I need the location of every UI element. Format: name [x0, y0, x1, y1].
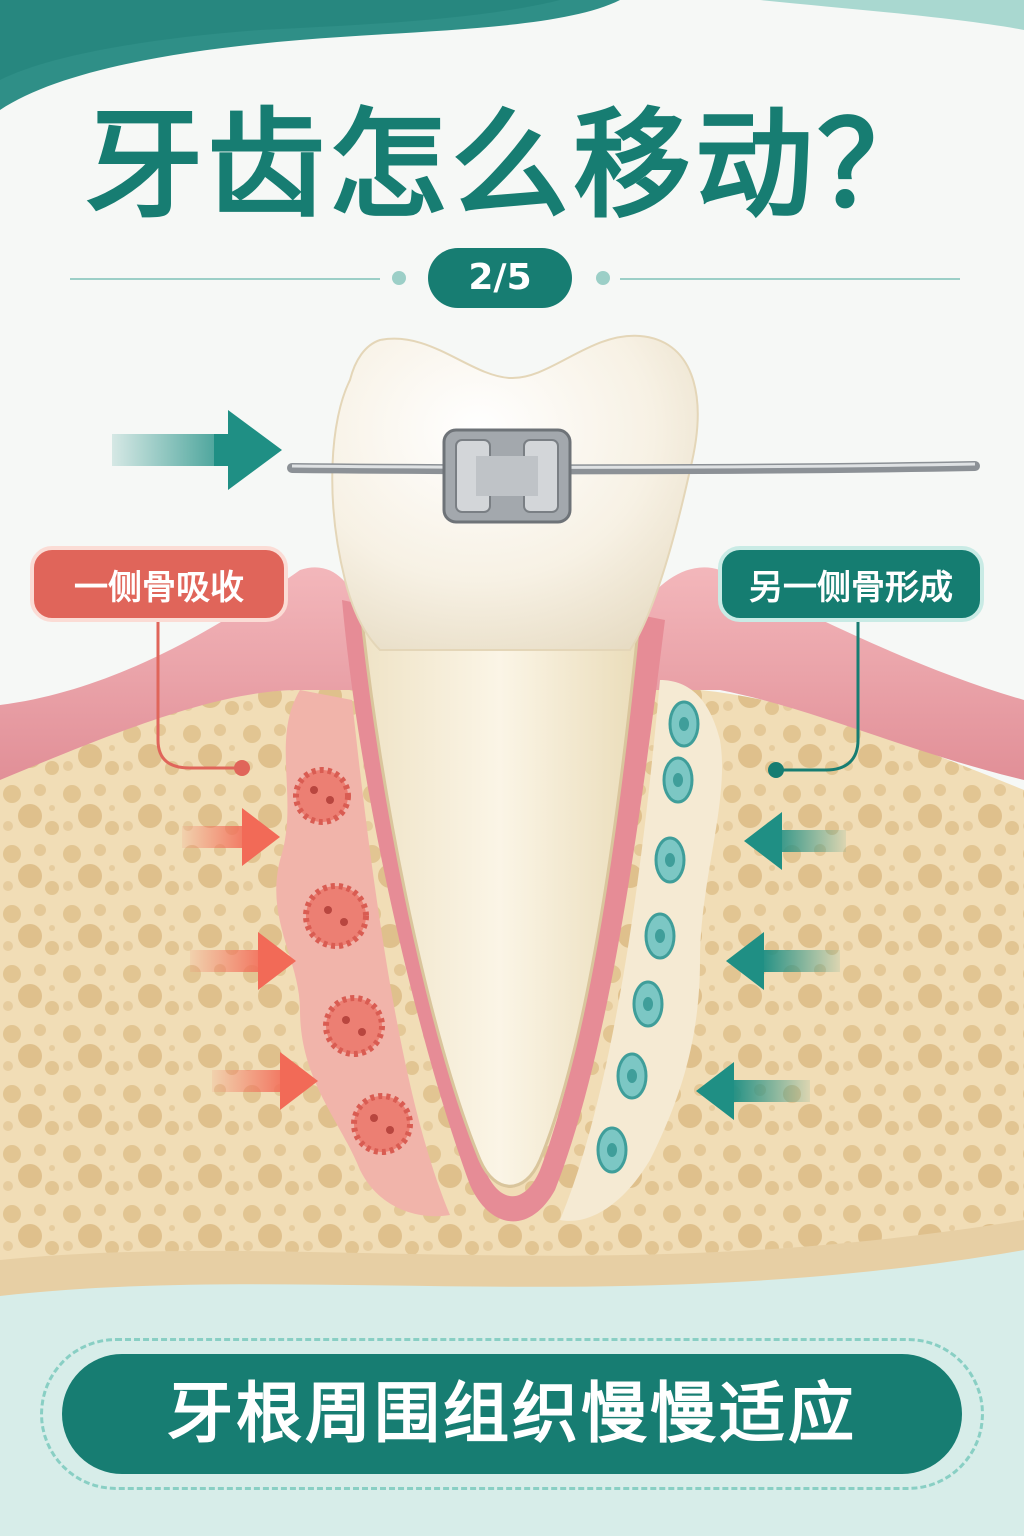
archwire — [287, 461, 980, 475]
osteoblast-icon — [616, 1052, 648, 1100]
label-right-leader — [768, 622, 860, 778]
osteoblast-icon — [632, 980, 664, 1028]
arrow-right-icon — [182, 808, 280, 866]
arrow-left-icon — [726, 932, 840, 990]
label-left-leader — [156, 622, 250, 776]
arrow-right-icon — [112, 410, 282, 490]
page-indicator: 2/5 — [428, 248, 572, 308]
summary-banner: 牙根周围组织慢慢适应 — [62, 1354, 962, 1474]
osteoblast-icon — [644, 912, 676, 960]
bracket-icon — [442, 428, 572, 524]
page-title: 牙齿怎么移动？ — [84, 96, 939, 234]
divider-left — [70, 278, 380, 280]
osteoclast-icon — [323, 995, 385, 1057]
osteoblast-icon — [654, 836, 686, 884]
periodontal-ligament — [342, 600, 665, 1222]
osteoclast-icon — [293, 767, 351, 825]
banner-outline — [40, 1338, 984, 1490]
osteoblast-icon — [668, 700, 700, 748]
osteoblast-icon — [662, 756, 694, 804]
divider-dot-left — [392, 271, 406, 285]
osteoblast-icon — [596, 1126, 628, 1174]
label-bone-formation: 另一侧骨形成 — [718, 546, 984, 622]
arrow-left-icon — [744, 812, 846, 870]
osteoclast-icon — [351, 1093, 413, 1155]
tooth-root — [358, 598, 642, 1188]
arrow-right-icon — [190, 932, 296, 990]
label-bone-resorption: 一侧骨吸收 — [30, 546, 288, 622]
osteoclast-icon — [303, 883, 369, 949]
arrow-left-icon — [696, 1062, 810, 1120]
arrow-right-icon — [212, 1052, 318, 1110]
formation-zone — [560, 680, 723, 1221]
divider-dot-right — [596, 271, 610, 285]
divider-right — [620, 278, 960, 280]
